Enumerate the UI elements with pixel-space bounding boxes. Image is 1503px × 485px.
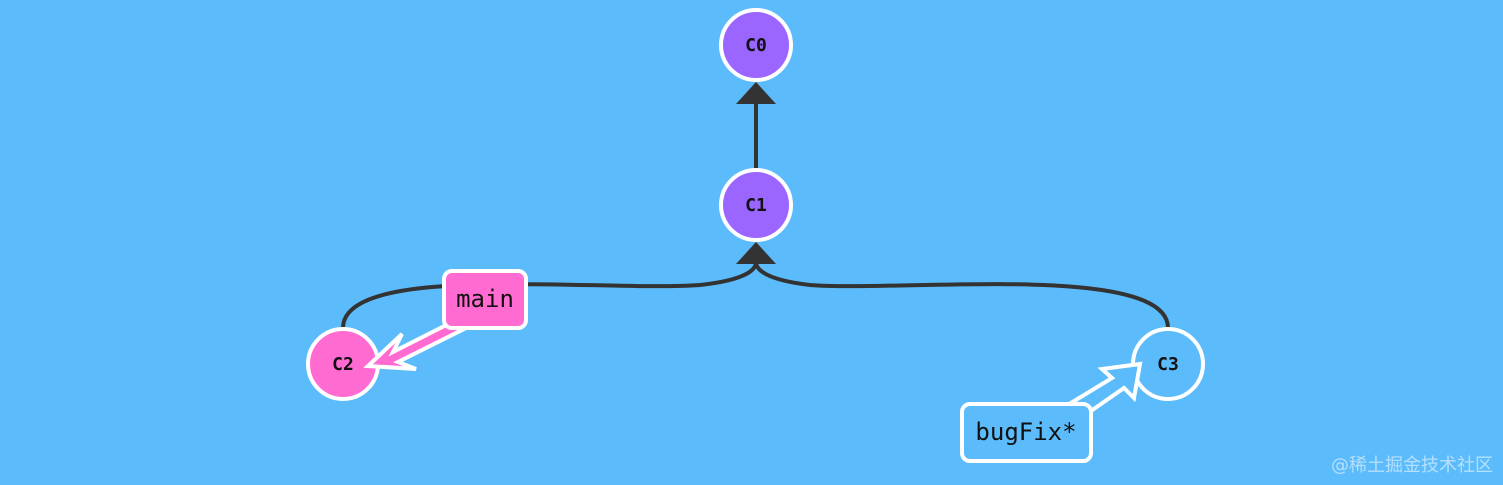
edge-c2-c1 (341, 261, 758, 329)
arrowhead-c1 (736, 242, 776, 264)
arrowhead-c0 (736, 82, 776, 104)
commit-c2[interactable]: C2 (306, 327, 380, 401)
branch-label-main: main (456, 285, 514, 313)
edge-c3-c1 (754, 261, 1170, 329)
commit-c1[interactable]: C1 (719, 168, 793, 242)
commit-c0[interactable]: C0 (719, 8, 793, 82)
commit-label-c1: C1 (745, 195, 767, 216)
commit-label-c2: C2 (332, 354, 354, 375)
branch-bugfix[interactable]: bugFix* (960, 402, 1093, 463)
watermark: @稀土掘金技术社区 (1331, 455, 1493, 476)
commit-label-c0: C0 (745, 35, 767, 56)
commit-c3[interactable]: C3 (1131, 327, 1205, 401)
branch-label-bugfix: bugFix* (975, 418, 1076, 446)
commit-label-c3: C3 (1157, 354, 1179, 375)
branch-main[interactable]: main (442, 269, 528, 330)
